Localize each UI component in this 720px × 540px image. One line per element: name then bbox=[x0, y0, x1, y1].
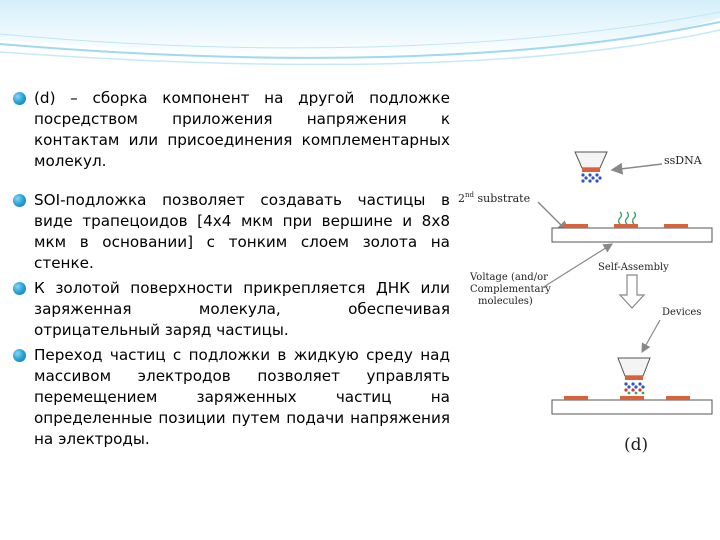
electrode bbox=[564, 224, 588, 228]
voltage-label-line1: Voltage (and/or bbox=[469, 272, 548, 283]
particle-with-ssdna bbox=[574, 151, 608, 183]
bullet-text: (d) – сборка компонент на другой подложк… bbox=[34, 89, 450, 170]
second-substrate-label: 2nd substrate bbox=[458, 191, 530, 205]
bullet-item-soi: SOI-подложка позволяет создавать частицы… bbox=[10, 190, 450, 274]
bullet-item-assembly: (d) – сборка компонент на другой подложк… bbox=[10, 88, 450, 172]
bullet-dot-icon bbox=[13, 349, 26, 362]
devices-label: Devices bbox=[662, 307, 701, 318]
bullet-text: К золотой поверхности прикрепляется ДНК … bbox=[34, 279, 450, 339]
voltage-label-line2: Complementary bbox=[470, 284, 551, 295]
ssdna-label: ssDNA bbox=[664, 154, 703, 167]
down-arrow-icon bbox=[618, 274, 646, 309]
device-substrate bbox=[551, 396, 713, 415]
bullet-text: SOI-подложка позволяет создавать частицы… bbox=[34, 191, 450, 272]
self-assembly-label: Self-Assembly bbox=[598, 262, 669, 273]
panel-label: (d) bbox=[624, 435, 648, 455]
bullet-dot-icon bbox=[13, 92, 26, 105]
ssdna-strands bbox=[581, 173, 602, 183]
bullet-dot-icon bbox=[13, 194, 26, 207]
electrode bbox=[620, 396, 644, 400]
electrode bbox=[666, 396, 690, 400]
electrode bbox=[664, 224, 688, 228]
second-substrate bbox=[551, 224, 713, 243]
bullet-dot-icon bbox=[13, 282, 26, 295]
bullet-text: Переход частиц с подложки в жидкую среду… bbox=[34, 346, 450, 448]
assembled-particle bbox=[617, 357, 651, 395]
complementary-strands bbox=[617, 211, 637, 225]
assembly-process-figure: ssDNA 2nd substrate Self-Assembly Voltag… bbox=[458, 151, 713, 455]
voltage-label-line3: molecules) bbox=[478, 296, 533, 307]
bullet-item-transfer: Переход частиц с подложки в жидкую среду… bbox=[10, 345, 450, 450]
electrode bbox=[614, 224, 638, 228]
bullet-list: (d) – сборка компонент на другой подложк… bbox=[10, 88, 450, 454]
header-wave-decoration bbox=[0, 0, 720, 66]
bullet-item-dna: К золотой поверхности прикрепляется ДНК … bbox=[10, 278, 450, 341]
electrode bbox=[564, 396, 588, 400]
